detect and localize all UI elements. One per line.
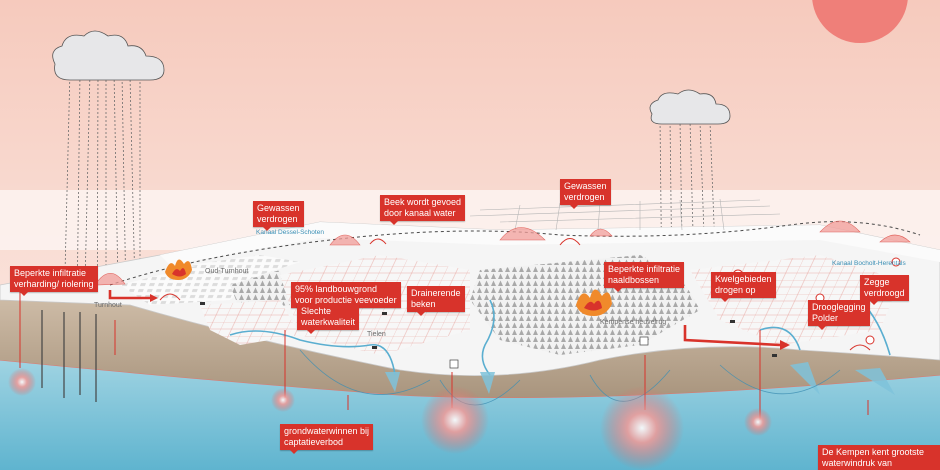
callout-beek-kanaal-water: Beek wordt gevoed door kanaal water <box>380 195 466 225</box>
place-kempense-heuvelrug: Kempense heuvelrug <box>600 319 667 326</box>
place-oud-turnhout: Oud-Turnhout <box>205 268 249 275</box>
callout-zegge-verdroogd: Zegge verdroogd <box>860 275 909 305</box>
callout-landbouwgrond: 95% landbouwgrond voor productie veevoed… <box>291 282 401 312</box>
callout-drainerende-beken: Drainerende beken <box>407 286 465 316</box>
canal-label-dessel-schoten: Kanaal Dessel-Schoten <box>256 229 324 236</box>
distant-area <box>160 222 940 265</box>
callout-gewassen-verdrogen-right: Gewassen verdrogen <box>560 179 611 209</box>
pump-icon <box>449 336 649 369</box>
well-icon <box>41 310 97 402</box>
infiltration-arrows <box>385 362 895 395</box>
forest-west <box>230 270 290 310</box>
fields-tielen <box>200 300 300 345</box>
fire-icon <box>165 259 192 280</box>
callout-kwelgebieden-drogen-op: Kwelgebieden drogen op <box>711 272 776 302</box>
callout-kempen-waterwindruk: De Kempen kent grootste waterwindruk van… <box>818 445 940 470</box>
distant-grid <box>469 198 781 231</box>
callout-beperkte-infiltratie-naaldbossen: Beperkte infiltratie naaldbossen <box>604 262 685 292</box>
depression-cone <box>271 388 295 412</box>
dry-zones <box>94 220 911 286</box>
callout-slechte-waterkwaliteit: Slechte waterkwaliteit <box>297 304 360 334</box>
depression-cone <box>600 386 684 470</box>
sun-icon <box>812 0 908 43</box>
arrowhead <box>780 340 790 350</box>
depression-cone <box>8 368 36 396</box>
arrowhead <box>150 294 158 302</box>
canal-label-bocholt-herentals: Kanaal Bocholt-Herentals <box>832 260 906 267</box>
place-turnhout: Turnhout <box>94 302 122 309</box>
depression-cone <box>744 408 772 436</box>
callout-grondwaterwinnen: grondwaterwinnen bij captatieverbod <box>280 424 374 454</box>
callout-drooglegging-polder: Drooglegging Polder <box>808 300 870 330</box>
fire-icon <box>576 289 612 316</box>
place-tielen: Tielen <box>367 331 386 338</box>
cow-icon <box>200 302 777 357</box>
cloud-icon <box>649 89 731 125</box>
cloud-icon <box>52 30 165 81</box>
callout-gewassen-verdrogen-left: Gewassen verdrogen <box>253 201 304 231</box>
streams <box>229 299 891 376</box>
soil-section <box>0 300 940 398</box>
red-flow-arrows <box>108 290 781 347</box>
town-turnhout-area <box>120 265 260 305</box>
callout-beperkte-infiltratie-verharding: Beperkte infiltratie verharding/ rioleri… <box>10 266 98 296</box>
town-oud-turnhout-area <box>190 255 300 275</box>
depression-cone <box>421 386 489 454</box>
